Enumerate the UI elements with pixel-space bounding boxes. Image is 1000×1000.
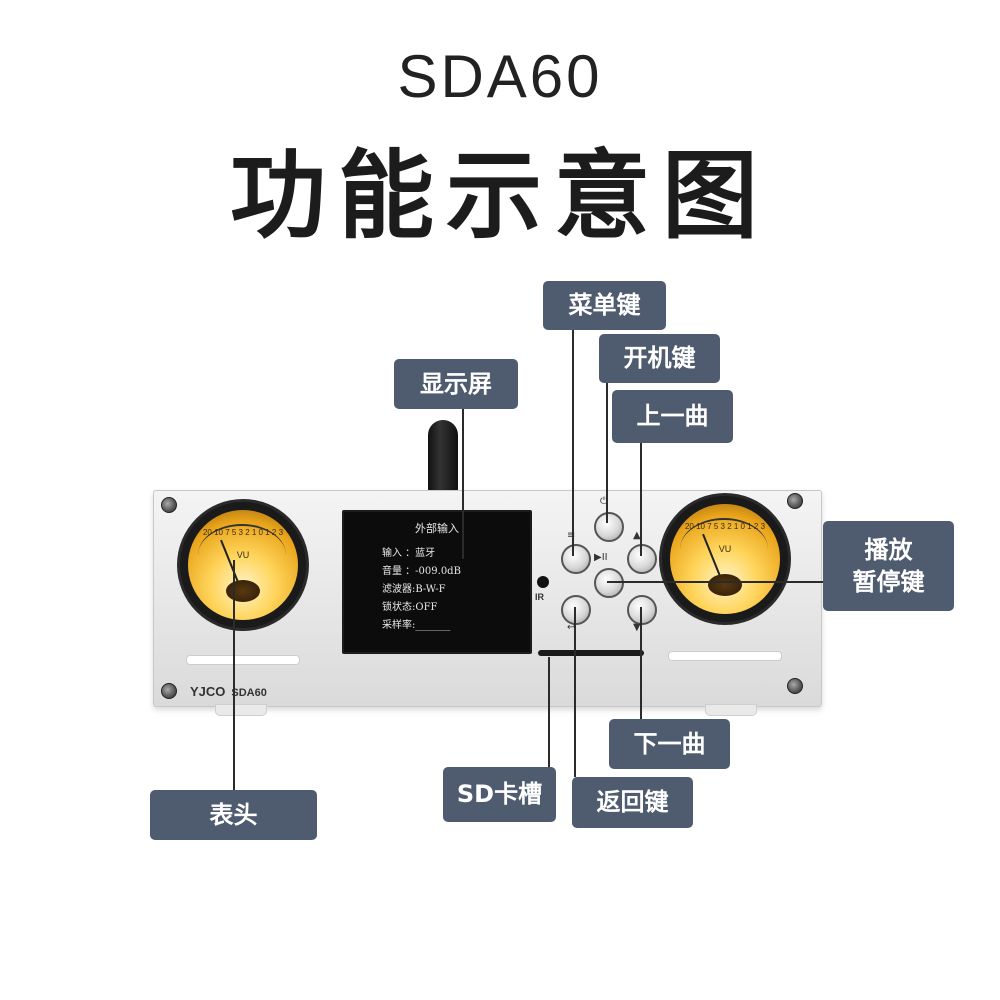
ir-receiver (537, 576, 549, 588)
label-meter: 表头 (150, 790, 317, 840)
label-menu-key: 菜单键 (543, 281, 666, 330)
vu-scale: 20 10 7 5 3 2 1 0 1 2 3 (684, 522, 766, 531)
play-pause-button[interactable] (594, 568, 624, 598)
vent-bar-right (668, 651, 782, 661)
screw-icon (161, 497, 177, 513)
brand-model: SDA60 (231, 687, 267, 699)
label-play-pause-line1: 播放 (864, 535, 913, 564)
label-play-pause: 播放 暂停键 (823, 521, 954, 611)
vu-meter-right: 20 10 7 5 3 2 1 0 1 2 3 VU (662, 496, 788, 622)
vu-label: VU (718, 544, 732, 554)
screen-row: 音量 ：-009.0dB (382, 566, 461, 577)
callout-line-power (606, 383, 608, 523)
callout-line-back (574, 607, 576, 777)
screen-row: 锁状态:OFF (382, 602, 438, 613)
callout-line-display (462, 409, 464, 559)
label-display: 显示屏 (394, 359, 518, 409)
label-next-track: 下一曲 (609, 719, 730, 769)
screw-icon (787, 493, 803, 509)
label-prev-track: 上一曲 (612, 390, 733, 443)
display-screen: 外部输入 输入 ：蓝牙 音量 ：-009.0dB 滤波器:B-W-F 锁状态:O… (342, 510, 532, 654)
prev-track-button[interactable] (627, 544, 657, 574)
menu-button[interactable] (561, 544, 591, 574)
vent-bar-left (186, 655, 300, 665)
brand-name: YJCO (190, 684, 226, 699)
prev-track-icon: ▲ (633, 530, 641, 541)
label-play-pause-line2: 暂停键 (852, 568, 925, 596)
back-icon: ↩ (567, 622, 576, 633)
next-track-button[interactable] (627, 595, 657, 625)
page-title: 功能示意图 (230, 140, 770, 252)
screw-icon (787, 678, 803, 694)
screen-row: 采样率:_______ (382, 620, 451, 631)
callout-line-play (607, 581, 825, 583)
sd-card-slot[interactable] (538, 650, 644, 656)
vu-meter-left: 20 10 7 5 3 2 1 0 1 2 3 VU (180, 502, 306, 628)
callout-line-meter (233, 560, 235, 790)
screen-row: 滤波器:B-W-F (382, 584, 446, 595)
label-back-key: 返回键 (572, 777, 693, 828)
brand-logo: YJCO SDA60 (190, 684, 267, 699)
next-track-icon: ▼ (633, 622, 641, 633)
device-foot-right (705, 704, 757, 716)
vu-scale: 20 10 7 5 3 2 1 0 1 2 3 (202, 528, 284, 537)
play-pause-icon: ▶II (594, 552, 608, 563)
callout-line-menu (572, 330, 574, 556)
screw-icon (161, 683, 177, 699)
callout-line-next (640, 607, 642, 719)
ir-label: IR (535, 592, 544, 602)
back-button[interactable] (561, 595, 591, 625)
label-sd-slot: SD卡槽 (443, 767, 556, 822)
device-foot-left (215, 704, 267, 716)
label-power-key: 开机键 (599, 334, 720, 383)
screen-row: 输入 ：蓝牙 (382, 548, 436, 559)
model-title: SDA60 (397, 43, 603, 110)
callout-line-sd (548, 657, 550, 767)
vu-label: VU (236, 550, 250, 560)
menu-icon: ≡ (567, 530, 575, 541)
screen-header: 外部输入 (415, 522, 459, 535)
power-icon: ⏻ (600, 496, 608, 507)
power-button[interactable] (594, 512, 624, 542)
antenna (428, 420, 458, 492)
callout-line-prev (640, 443, 642, 556)
